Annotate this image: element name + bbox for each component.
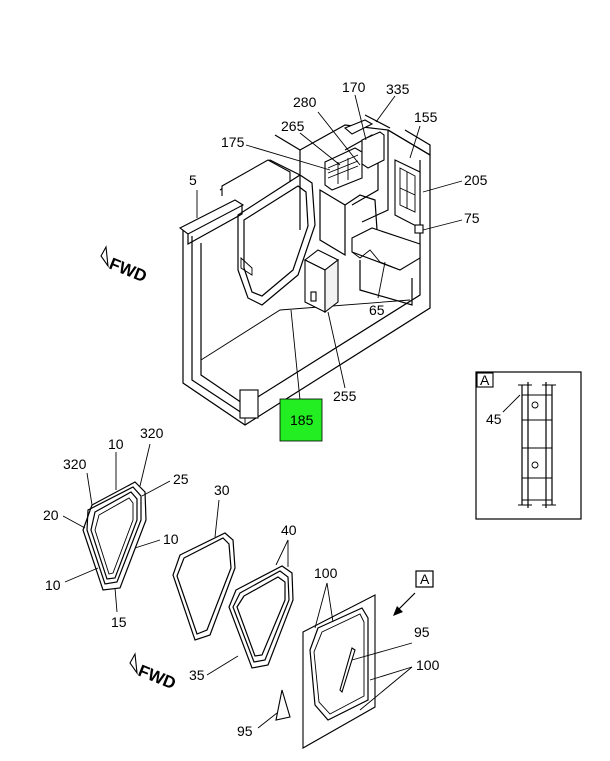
callout-5: 5 (189, 172, 197, 188)
callout-335: 335 (386, 81, 410, 97)
callout-280: 280 (293, 94, 317, 110)
callout-10-right: 10 (163, 531, 179, 547)
detail-a-box: A (475, 371, 582, 520)
fwd-label-bottom: FWD (136, 661, 179, 693)
highlight-box-185 (279, 398, 323, 442)
callout-20: 20 (43, 507, 59, 523)
door-seal-illustration (82, 481, 147, 591)
callout-255: 255 (333, 388, 357, 404)
callout-155: 155 (414, 109, 438, 125)
callout-30: 30 (214, 482, 230, 498)
leader-lines (62, 94, 521, 729)
view-a-arrow: A (393, 570, 434, 616)
detail-a-label: A (480, 372, 490, 388)
callout-185: 185 (290, 412, 314, 428)
callout-175: 175 (221, 134, 245, 150)
view-a-label: A (420, 571, 430, 587)
trim-panel-illustration (275, 594, 376, 749)
callout-100-top: 100 (314, 565, 338, 581)
callout-25: 25 (173, 471, 189, 487)
callout-75: 75 (464, 210, 480, 226)
callout-40: 40 (281, 522, 297, 538)
fwd-marker-top: FWD (100, 245, 150, 286)
callout-100-right: 100 (416, 657, 440, 673)
callout-170: 170 (342, 79, 366, 95)
fwd-marker-bottom: FWD (129, 652, 179, 693)
callout-labels: 5 175 265 280 170 335 155 205 75 65 255 … (43, 79, 502, 739)
gasket-30-illustration (172, 532, 236, 641)
callout-95-right: 95 (414, 624, 430, 640)
fwd-label-top: FWD (107, 254, 150, 286)
callout-320-right: 320 (140, 425, 164, 441)
callout-10-left: 10 (45, 577, 61, 593)
callout-65: 65 (369, 302, 385, 318)
callout-35: 35 (189, 667, 205, 683)
callout-15: 15 (111, 614, 127, 630)
callout-320-left: 320 (63, 456, 87, 472)
callout-95-bottom: 95 (237, 723, 253, 739)
cab-body-illustration (178, 114, 431, 426)
gasket-40-illustration (228, 565, 294, 669)
callout-45: 45 (486, 411, 502, 427)
callout-265: 265 (281, 118, 305, 134)
callout-10-top: 10 (108, 436, 124, 452)
callout-205: 205 (464, 172, 488, 188)
